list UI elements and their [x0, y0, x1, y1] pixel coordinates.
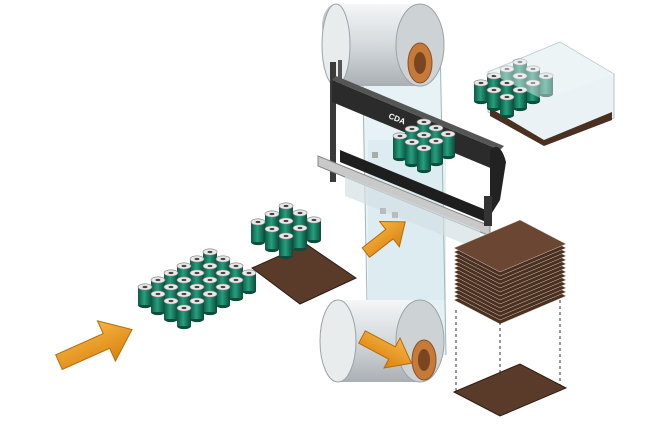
- can-icon: [440, 130, 456, 160]
- can-icon: [292, 224, 308, 252]
- can-icon: [306, 216, 322, 244]
- can-icon: [137, 283, 153, 309]
- can-icon: [512, 86, 528, 112]
- can-icon: [428, 137, 444, 167]
- single-pad-bottom: [452, 300, 568, 417]
- arrow-icon-to-machine: [361, 221, 406, 259]
- sealing-machine: CDA: [317, 60, 506, 250]
- can-icon: [486, 86, 502, 112]
- can-icon: [538, 72, 554, 98]
- can-icon: [404, 138, 420, 168]
- can-icon: [473, 79, 489, 105]
- can-icon: [176, 304, 192, 330]
- can-icon: [202, 290, 218, 316]
- arrow-icon-infeed: [55, 320, 133, 371]
- can-icon: [416, 144, 432, 174]
- can-icon: [228, 276, 244, 302]
- can-icon: [189, 297, 205, 323]
- cans-in-machine: [392, 118, 456, 174]
- can-grid-small: [250, 202, 322, 260]
- can-icon: [392, 132, 408, 162]
- can-icon: [241, 269, 257, 295]
- can-icon: [499, 93, 515, 119]
- arrow-icon-film-feed: [358, 330, 413, 369]
- finished-pack: [473, 41, 615, 146]
- top-film-roll: [321, 3, 445, 87]
- cardboard-pad-stack: [453, 219, 567, 325]
- bottom-film-roll: [319, 299, 445, 383]
- can-icon: [150, 290, 166, 316]
- can-grid-large: [137, 248, 257, 330]
- can-icon: [215, 283, 231, 309]
- can-icon: [264, 225, 280, 253]
- can-icon: [278, 232, 294, 260]
- can-icon: [163, 297, 179, 323]
- pad-under-group: [251, 243, 358, 305]
- can-icon: [525, 79, 541, 105]
- can-icon: [250, 218, 266, 246]
